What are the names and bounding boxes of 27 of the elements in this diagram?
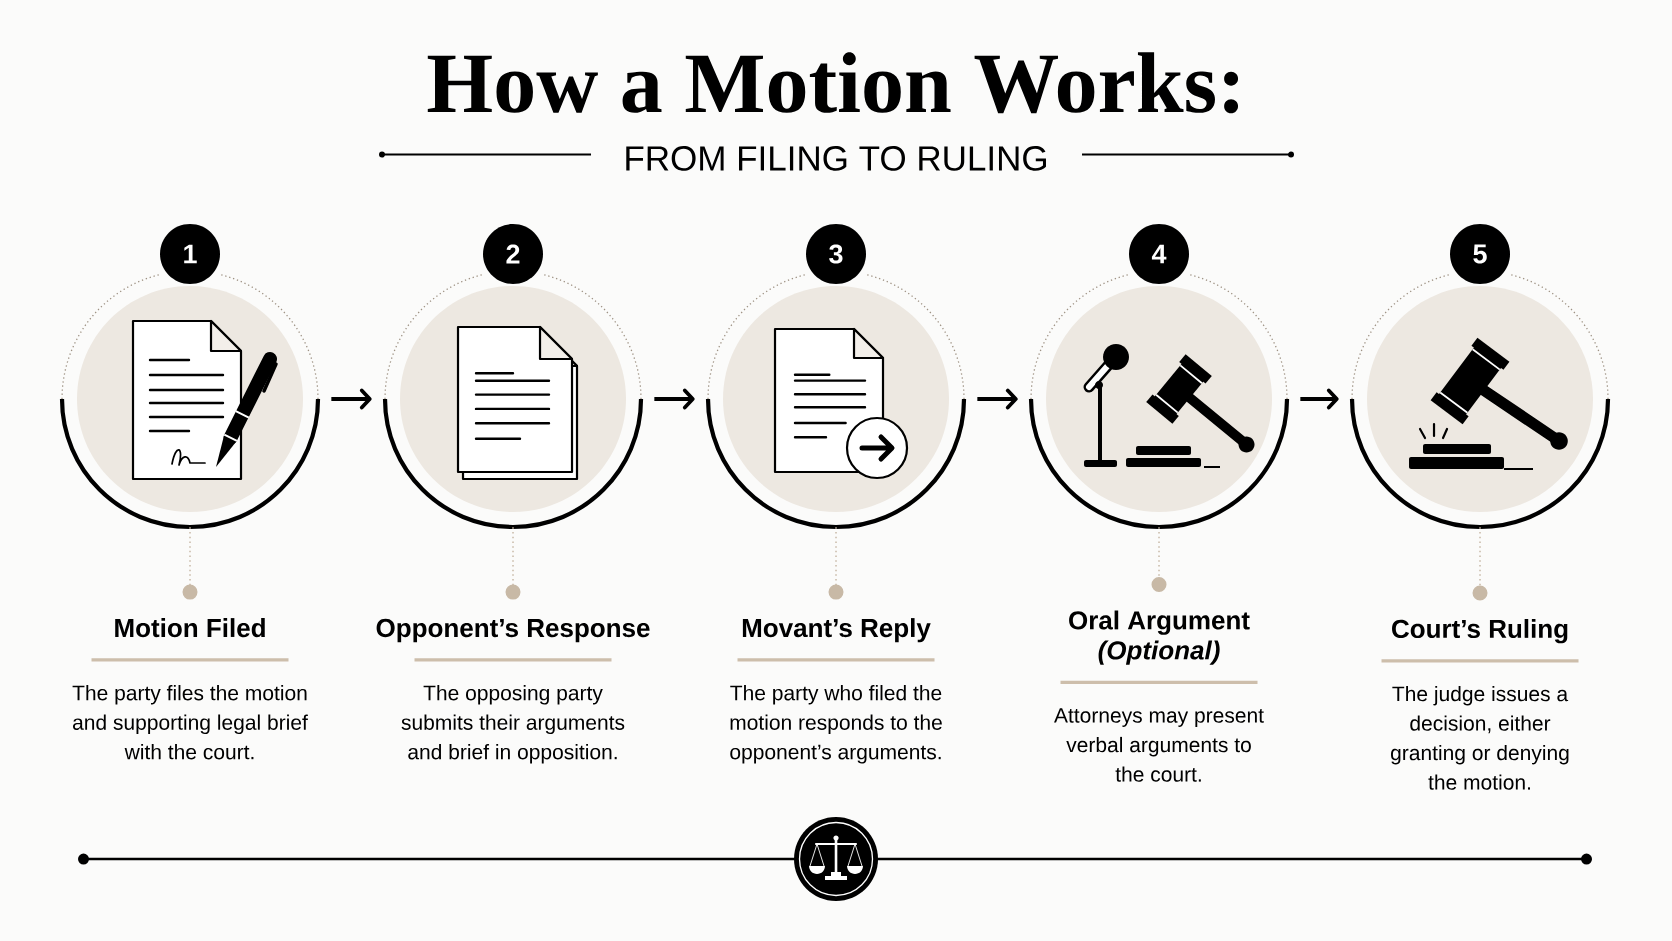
step-description: The party files the motion and supporting legal brief with the court. <box>72 685 308 760</box>
step-title: Court’s Ruling <box>1392 619 1568 644</box>
number-badge: 2 <box>483 224 543 284</box>
step-title: Oral Argument (Optional) <box>1069 610 1250 665</box>
leader-line <box>182 526 198 600</box>
title: How a Motion Works: <box>427 52 1239 114</box>
leader-line <box>828 526 844 600</box>
number-badge: 5 <box>1450 224 1510 284</box>
leader-line <box>505 526 521 600</box>
leader-line <box>1472 526 1488 601</box>
step-title: Movant’s Reply <box>742 618 931 643</box>
step-description: Attorneys may present verbal arguments to the court. <box>1054 708 1264 782</box>
arrow <box>331 388 372 410</box>
number-badge: 3 <box>806 224 866 284</box>
subtitle: FROM FILING TO RULING <box>626 146 1046 171</box>
step-description: The party who filed the motion responds to the opponent’s arguments. <box>730 685 942 764</box>
step-description: The judge issues a decision, either granting or denying the motion. <box>1391 685 1569 790</box>
arrow <box>977 388 1018 410</box>
step-description: The opposing party submits their arguments and brief in opposition. <box>401 685 625 764</box>
step-title: Motion Filed <box>115 618 265 638</box>
step-title: Opponent’s Response <box>376 618 650 643</box>
step-circle <box>1028 274 1290 530</box>
number-badge: 4 <box>1129 224 1189 284</box>
arrow <box>654 388 695 410</box>
number-badge: 1 <box>160 224 220 284</box>
arrow <box>1300 388 1339 410</box>
leader-line <box>1151 526 1167 592</box>
